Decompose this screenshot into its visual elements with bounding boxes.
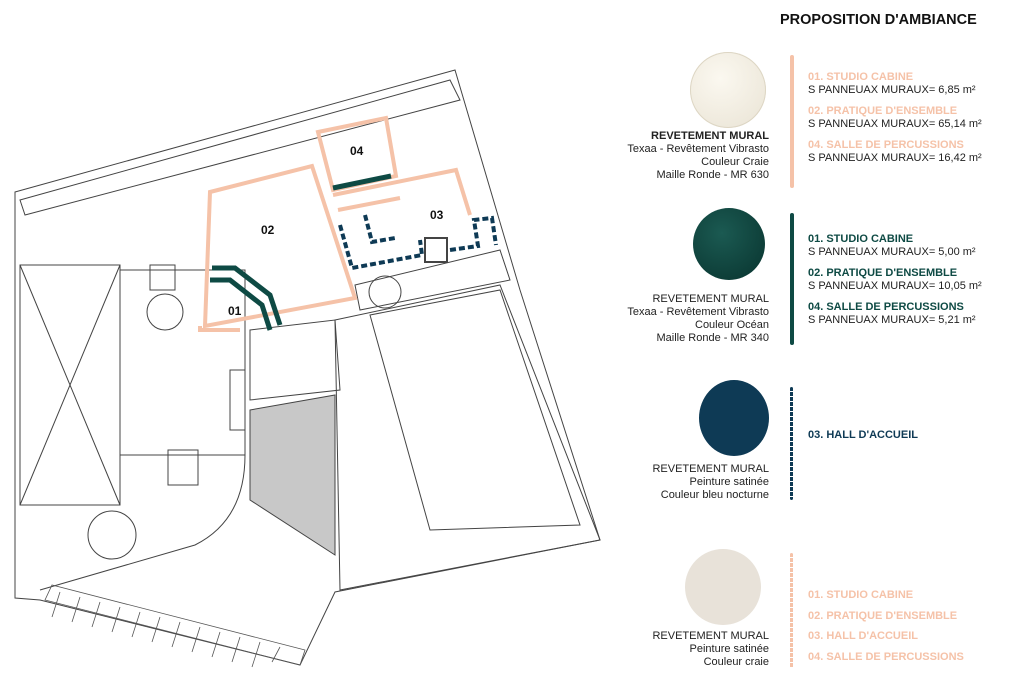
room-label-02: 02 [261,223,275,237]
material-items-4: 01. STUDIO CABINE 02. PRATIQUE D'ENSEMBL… [808,589,964,663]
green-wall-finish [210,173,392,331]
building-outline [14,69,601,666]
navy-wall-finish [338,214,498,271]
green-divider [790,213,794,345]
swatch-ocean-texture [693,208,765,280]
material-description-2: REVETEMENT MURAL Texaa - Revêtement Vibr… [627,293,769,344]
material-description-1: REVETEMENT MURAL Texaa - Revêtement Vibr… [627,130,769,181]
swatch-craie-paint [685,549,761,625]
peach-divider [790,55,794,188]
navy-dotted-divider [790,387,793,500]
peach-wall-finish [198,115,472,332]
room-label-04: 04 [350,144,364,158]
floor-plan: 02 04 03 01 [14,69,601,668]
swatch-bleu-nocturne [699,380,769,456]
page-title: PROPOSITION D'AMBIANCE [780,12,977,28]
swatch-craie-texture [690,52,766,128]
peach-dashed-divider [790,553,793,668]
material-items-3: 03. HALL D'ACCUEIL [808,429,918,441]
room-label-01: 01 [228,304,242,318]
room-label-03: 03 [430,208,444,222]
